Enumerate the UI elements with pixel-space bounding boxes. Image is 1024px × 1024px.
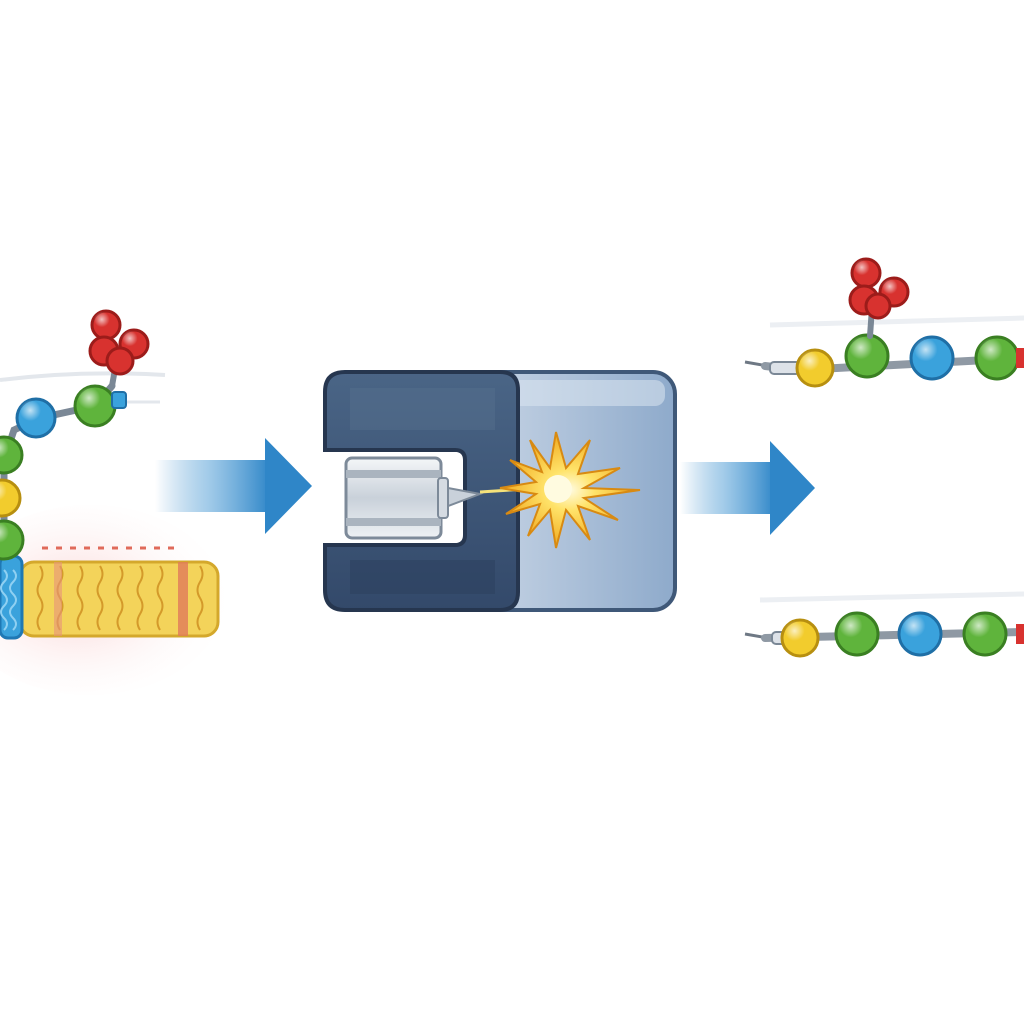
bead-green	[834, 611, 880, 657]
bead-green	[974, 335, 1020, 381]
bead-green	[73, 384, 117, 428]
bead-red-cluster	[848, 257, 910, 320]
bead-yellow	[780, 618, 820, 658]
bead-green	[0, 435, 24, 475]
bead-blue	[897, 611, 943, 657]
bead-yellow	[0, 478, 22, 518]
bead-red-cluster	[88, 309, 150, 376]
membrane-glycan-chain	[0, 309, 150, 561]
spark-icon	[499, 431, 641, 549]
device-body	[323, 370, 520, 612]
piston	[344, 456, 449, 540]
bead-green	[0, 519, 25, 561]
bead-blue	[15, 397, 57, 439]
branched-glycan-chain-icon	[744, 257, 1024, 388]
bead-yellow	[795, 348, 835, 388]
motion-line	[0, 371, 166, 382]
lipid-bilayer	[18, 560, 220, 638]
bead-green	[844, 333, 890, 379]
glycoprotein-membrane-icon	[0, 309, 225, 695]
process-arrow-icon	[155, 438, 312, 534]
bead-green	[962, 611, 1008, 657]
linear-glycan-chain-icon	[744, 591, 1024, 658]
process-arrow-icon	[680, 441, 815, 535]
protein-anchor	[0, 554, 24, 640]
bead-blue	[909, 335, 955, 381]
